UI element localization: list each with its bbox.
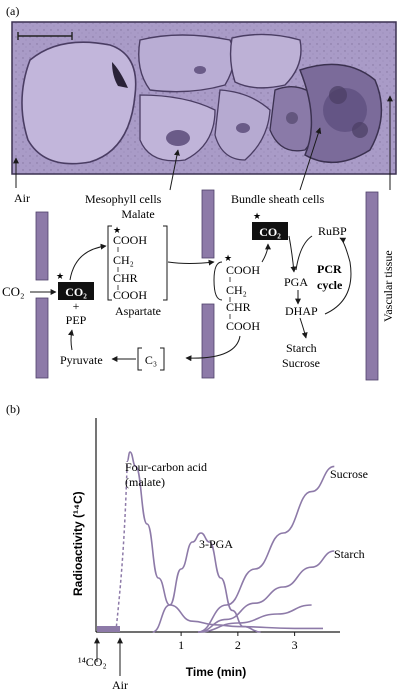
micrograph xyxy=(11,21,397,175)
bs-co2-box xyxy=(252,222,288,240)
x-axis-label: Time (min) xyxy=(186,665,246,679)
wall-right xyxy=(365,191,379,381)
aspartate-label: Aspartate xyxy=(115,304,161,318)
mol2-ch2: CH₂ xyxy=(226,283,247,297)
series-line-unlabeled xyxy=(198,604,312,633)
series-line-starch xyxy=(198,550,335,633)
star-bs-co2: ★ xyxy=(253,211,261,221)
air-label: Air xyxy=(14,191,30,205)
x-tick-label: 2 xyxy=(235,638,241,652)
mol1-cooh-2: COOH xyxy=(113,288,147,302)
malate-annotation-1: Four-carbon acid xyxy=(125,460,207,474)
star-co2: ★ xyxy=(56,271,64,281)
wall-middle-lower xyxy=(201,303,215,379)
wall-left-upper xyxy=(35,211,49,281)
wall-left-lower xyxy=(35,297,49,379)
plus-sign: + xyxy=(73,299,80,313)
bs-co2-box-label: CO₂ xyxy=(259,225,281,239)
series-line-malate-dashed xyxy=(115,460,128,633)
sucrose-label: Sucrose xyxy=(282,356,320,370)
cell-walls xyxy=(35,189,379,381)
malate-annotation-2: (malate) xyxy=(125,475,165,489)
panel-b-label: (b) xyxy=(6,402,20,416)
radioactivity-chart: Radioactivity (¹⁴C) Time (min) 1 2 3 Four-… xyxy=(71,418,368,692)
mol2-cooh-2: COOH xyxy=(226,319,260,333)
starch-label: Starch xyxy=(286,341,317,355)
series-line-sucrose xyxy=(197,465,335,633)
panel-a-label: (a) xyxy=(6,4,19,18)
pyruvate-label: Pyruvate xyxy=(60,353,103,367)
pep-label: PEP xyxy=(66,313,87,327)
pcr-label-2: cycle xyxy=(317,278,343,292)
dhap-label: DHAP xyxy=(285,304,318,318)
star-malate: ★ xyxy=(113,225,121,235)
pga-label: PGA xyxy=(284,275,308,289)
pcr-label-1: PCR xyxy=(317,262,342,276)
mol2-chr: CHR xyxy=(226,300,251,314)
malate-label: Malate xyxy=(121,207,154,221)
pulse-band xyxy=(97,626,120,632)
co2-input: CO₂ xyxy=(2,284,25,299)
mesophyll-label: Mesophyll cells xyxy=(85,192,162,206)
rubp-label: RuBP xyxy=(318,224,347,238)
mol1-cooh-1: COOH xyxy=(113,233,147,247)
co2-box-label: CO₂ xyxy=(65,285,87,299)
series-line-3-pga xyxy=(152,532,261,633)
vascular-label: Vascular tissue xyxy=(381,250,395,322)
star-bs: ★ xyxy=(224,253,232,263)
mol2-cooh-1: COOH xyxy=(226,263,260,277)
pga-annotation: 3-PGA xyxy=(199,537,233,551)
x-tick-label: 1 xyxy=(178,638,184,652)
x-tick-label: 3 xyxy=(292,638,298,652)
c3-label: C₃ xyxy=(145,353,157,367)
mol1-ch2: CH₂ xyxy=(113,253,134,267)
co2-pulse-label: ¹⁴CO₂ xyxy=(78,655,107,669)
starch-annotation: Starch xyxy=(334,547,365,561)
mol1-chr: CHR xyxy=(113,271,138,285)
wall-middle-upper xyxy=(201,189,215,259)
air-pulse-label: Air xyxy=(112,678,128,692)
bundle-sheath-label: Bundle sheath cells xyxy=(231,192,325,206)
co2-box xyxy=(58,282,94,300)
y-axis-label: Radioactivity (¹⁴C) xyxy=(71,491,85,596)
sucrose-annotation: Sucrose xyxy=(330,467,368,481)
